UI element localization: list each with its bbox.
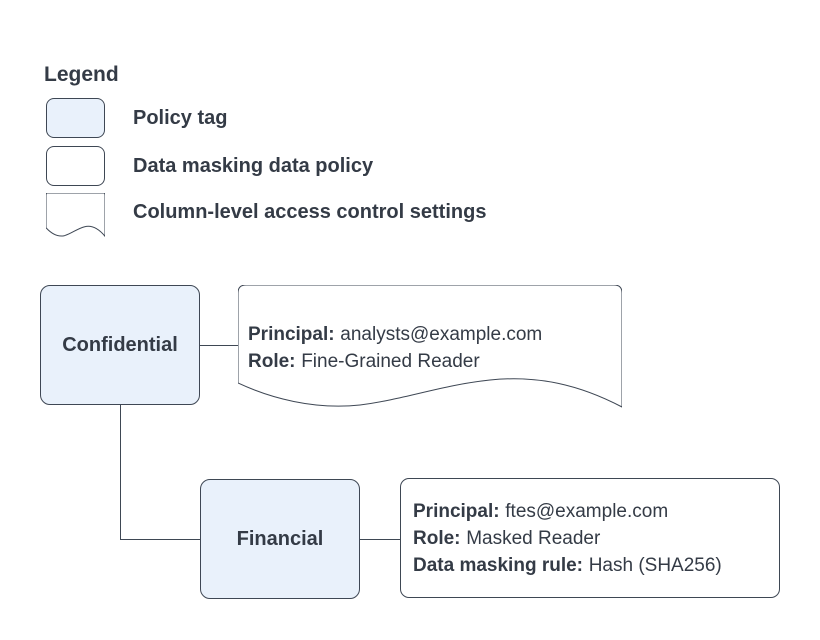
legend-item-label: Policy tag: [133, 106, 228, 129]
connector-confidential-to-financial: [120, 405, 201, 540]
legend-item-column-access-settings: Column-level access control settings: [46, 193, 486, 237]
legend-title: Legend: [44, 63, 119, 86]
node-column-access-settings-text: Principal:analysts@example.com Role:Fine…: [248, 321, 542, 375]
role-line: Role:Masked Reader: [413, 525, 767, 552]
principal-line: Principal:ftes@example.com: [413, 498, 767, 525]
masking-rule-line: Data masking rule:Hash (SHA256): [413, 552, 767, 579]
document-shape-swatch: [46, 193, 105, 237]
policy-tag-swatch: [46, 98, 105, 138]
legend-item-label: Data masking data policy: [133, 154, 374, 177]
field-label: Principal:: [413, 500, 500, 522]
legend-item-data-masking-policy: Data masking data policy: [46, 146, 373, 186]
node-label: Confidential: [62, 333, 178, 356]
field-value: analysts@example.com: [340, 324, 543, 345]
role-line: Role:Fine-Grained Reader: [248, 348, 542, 375]
node-label: Financial: [236, 527, 324, 550]
legend-item-label: Column-level access control settings: [133, 200, 487, 223]
field-label: Role:: [413, 527, 461, 549]
principal-line: Principal:analysts@example.com: [248, 321, 542, 348]
node-policy-tag-confidential: Confidential: [40, 285, 200, 405]
legend-item-policy-tag: Policy tag: [46, 98, 227, 138]
field-label: Role:: [248, 351, 296, 372]
node-data-masking-policy: Principal:ftes@example.com Role:Masked R…: [400, 478, 780, 598]
node-policy-tag-financial: Financial: [200, 479, 360, 599]
field-value: Fine-Grained Reader: [301, 351, 480, 372]
connector-confidential-to-acl: [200, 345, 238, 346]
field-value: ftes@example.com: [505, 500, 669, 522]
field-value: Hash (SHA256): [588, 554, 722, 576]
data-masking-policy-swatch: [46, 146, 105, 186]
connector-financial-to-masking-policy: [360, 539, 400, 540]
field-label: Principal:: [248, 324, 335, 345]
field-label: Data masking rule:: [413, 554, 583, 576]
field-value: Masked Reader: [466, 527, 601, 549]
